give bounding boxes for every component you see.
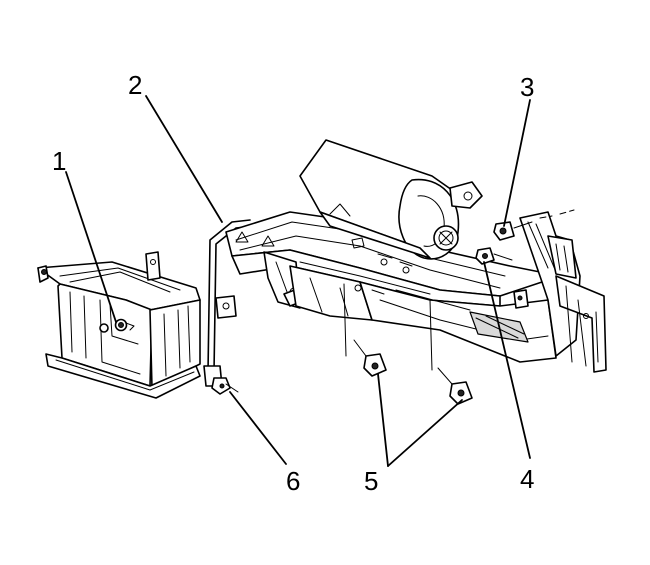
callout-3: 3 [520, 72, 534, 102]
left-mounting-bracket [37, 251, 201, 399]
cross-car-beam [225, 211, 557, 371]
leader-4 [483, 261, 531, 459]
bolt-4 [475, 247, 513, 265]
leader-5b [387, 399, 463, 467]
leader-1 [65, 171, 117, 323]
callout-4: 4 [520, 464, 534, 494]
leader-3 [503, 99, 531, 227]
leader-2 [145, 95, 223, 223]
callout-1: 1 [52, 146, 66, 176]
callout-5: 5 [364, 466, 378, 496]
callout-2: 2 [128, 70, 142, 100]
bolt-6 [211, 377, 239, 395]
bolt-1 [114, 318, 135, 332]
leader-5a [377, 373, 389, 467]
bolt-5-left [353, 339, 387, 377]
right-mounting-bracket [513, 211, 607, 373]
callout-6: 6 [286, 466, 300, 496]
bolt-3 [493, 209, 575, 241]
leader-6 [229, 391, 287, 465]
bolt-5-right [437, 367, 473, 405]
airbag-module [299, 139, 483, 260]
